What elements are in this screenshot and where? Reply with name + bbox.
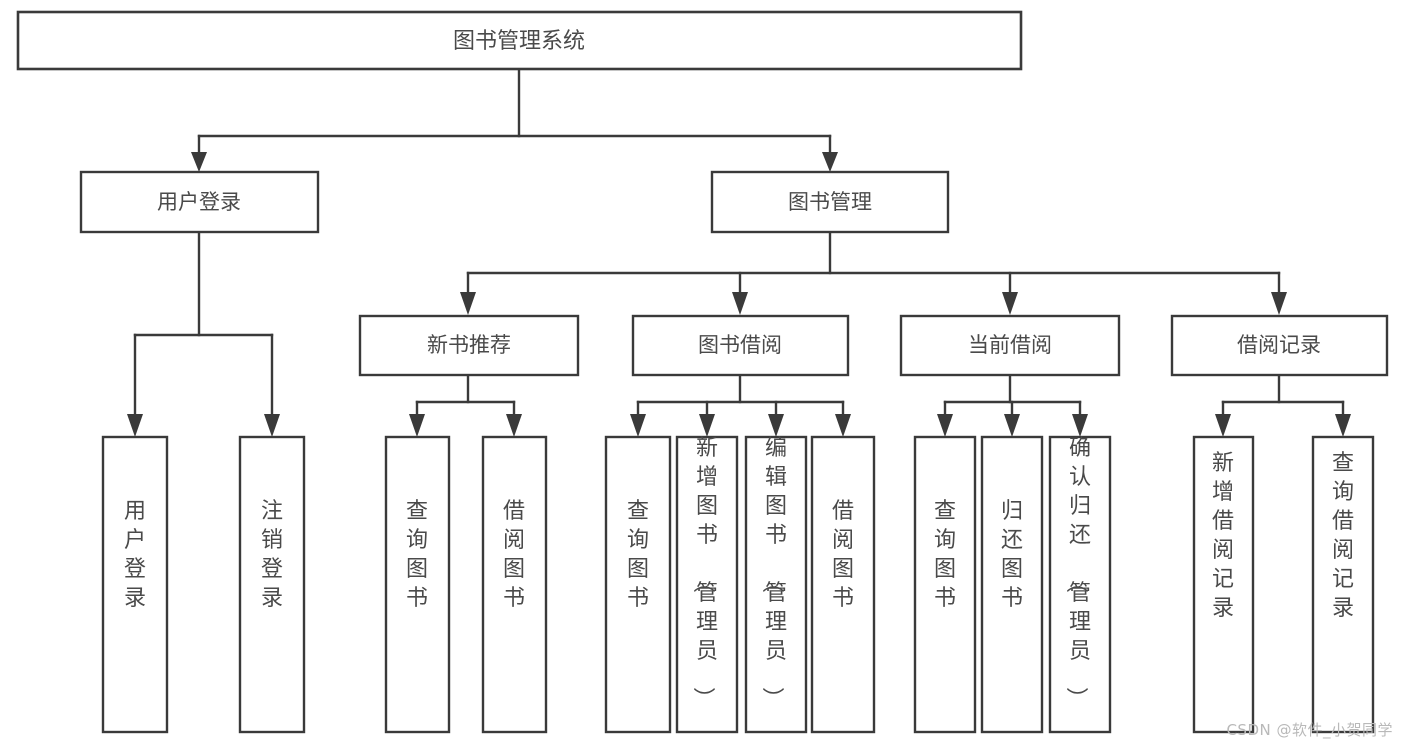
- arrow-head-leaf-edit-book: [768, 414, 784, 437]
- arrow-head-leaf-user-login: [127, 414, 143, 437]
- node-borrow-record-label: 借阅记录: [1237, 333, 1321, 357]
- arrow-head-leaf-borrow-book-2: [835, 414, 851, 437]
- arrow-head-leaf-query-book-3: [937, 414, 953, 437]
- node-user-login-box[interactable]: [79, 170, 320, 234]
- node-current-borrow[interactable]: 当前借阅: [899, 314, 1121, 377]
- leaf-query-book-2-label: 查询图书: [627, 499, 649, 611]
- leaf-logout-label: 注销登录: [261, 499, 283, 611]
- node-current-borrow-box[interactable]: [899, 314, 1121, 377]
- leaf-borrow-book-1-box[interactable]: [481, 435, 548, 734]
- arrow-head-leaf-borrow-book-1: [506, 414, 522, 437]
- node-book-management-box[interactable]: [710, 170, 950, 234]
- arrow-head-leaf-query-book-2: [630, 414, 646, 437]
- arrow-head-leaf-add-book: [699, 414, 715, 437]
- node-current-borrow-label: 当前借阅: [968, 333, 1052, 357]
- leaf-add-book[interactable]: 新增图书（管理员）: [675, 435, 739, 734]
- leaf-edit-book-box[interactable]: [744, 435, 808, 734]
- node-book-borrow-label: 图书借阅: [698, 333, 782, 357]
- leaf-borrow-book-2-box[interactable]: [810, 435, 876, 734]
- connectors-new-book-recommend: [409, 373, 522, 437]
- leaf-query-record-label: 查询借阅记录: [1332, 451, 1354, 621]
- leaf-user-login-box[interactable]: [101, 435, 169, 734]
- arrow-head-user-login: [191, 152, 207, 172]
- leaf-query-book-1-box[interactable]: [384, 435, 451, 734]
- leaf-user-login[interactable]: 用户登录: [101, 435, 169, 734]
- leaf-confirm-return-box[interactable]: [1048, 435, 1112, 734]
- arrow-head-leaf-confirm-return: [1072, 414, 1088, 437]
- connectors-borrow-record: [1215, 373, 1351, 437]
- leaf-return-book[interactable]: 归还图书: [980, 435, 1044, 734]
- leaf-query-book-2-box[interactable]: [604, 435, 672, 734]
- node-root-label: 图书管理系统: [453, 29, 585, 54]
- leaf-user-login-label: 用户登录: [124, 499, 146, 611]
- leaf-query-book-2[interactable]: 查询图书: [604, 435, 672, 734]
- leaf-add-record[interactable]: 新增借阅记录: [1192, 435, 1255, 734]
- node-user-login-label: 用户登录: [157, 190, 241, 214]
- arrow-head-leaf-query-record: [1335, 414, 1351, 437]
- node-user-login[interactable]: 用户登录: [79, 170, 320, 234]
- node-new-book-recommend-box[interactable]: [358, 314, 580, 377]
- arrow-head-leaf-return-book: [1004, 414, 1020, 437]
- connectors-user-login: [127, 230, 280, 437]
- arrow-head-leaf-add-record: [1215, 414, 1231, 437]
- leaf-add-record-label: 新增借阅记录: [1212, 451, 1234, 621]
- node-book-management[interactable]: 图书管理: [710, 170, 950, 234]
- leaf-return-book-box[interactable]: [980, 435, 1044, 734]
- arrow-head-book-borrow: [732, 292, 748, 315]
- leaf-query-book-3-box[interactable]: [913, 435, 977, 734]
- leaf-borrow-book-2-label: 借阅图书: [832, 499, 854, 611]
- arrow-head-current-borrow: [1002, 292, 1018, 315]
- connectors-root: [191, 67, 838, 172]
- leaf-query-book-1-label: 查询图书: [406, 499, 428, 611]
- leaf-borrow-book-2[interactable]: 借阅图书: [810, 435, 876, 734]
- node-book-borrow[interactable]: 图书借阅: [631, 314, 850, 377]
- arrow-head-leaf-query-book-1: [409, 414, 425, 437]
- connectors-current-borrow: [937, 373, 1088, 437]
- leaf-confirm-return-label: 确认归还（管理员）: [1063, 436, 1091, 709]
- node-book-management-label: 图书管理: [788, 190, 872, 214]
- node-root[interactable]: 图书管理系统: [16, 10, 1023, 71]
- arrow-head-book-management: [822, 152, 838, 172]
- leaf-add-book-box[interactable]: [675, 435, 739, 734]
- leaf-borrow-book-1-label: 借阅图书: [503, 499, 525, 611]
- leaf-query-record-box[interactable]: [1311, 435, 1375, 734]
- arrow-head-new-book-recommend: [460, 292, 476, 315]
- leaf-query-record[interactable]: 查询借阅记录: [1311, 435, 1375, 734]
- leaf-borrow-book-1[interactable]: 借阅图书: [481, 435, 548, 734]
- leaf-query-book-1[interactable]: 查询图书: [384, 435, 451, 734]
- node-new-book-recommend[interactable]: 新书推荐: [358, 314, 580, 377]
- node-book-borrow-box[interactable]: [631, 314, 850, 377]
- leaf-logout-box[interactable]: [238, 435, 306, 734]
- node-new-book-recommend-label: 新书推荐: [427, 333, 511, 357]
- connectors-book-management: [460, 230, 1287, 315]
- arrow-head-borrow-record: [1271, 292, 1287, 315]
- arrow-head-leaf-logout: [264, 414, 280, 437]
- node-borrow-record[interactable]: 借阅记录: [1170, 314, 1389, 377]
- node-borrow-record-box[interactable]: [1170, 314, 1389, 377]
- leaf-query-book-3[interactable]: 查询图书: [913, 435, 977, 734]
- leaf-return-book-label: 归还图书: [1001, 499, 1023, 611]
- node-root-box[interactable]: [16, 10, 1023, 71]
- leaf-add-record-box[interactable]: [1192, 435, 1255, 734]
- leaf-edit-book-label: 编辑图书（管理员）: [759, 436, 787, 709]
- leaf-query-book-3-label: 查询图书: [934, 499, 956, 611]
- leaf-add-book-label: 新增图书（管理员）: [690, 436, 718, 709]
- leaf-logout[interactable]: 注销登录: [238, 435, 306, 734]
- leaf-confirm-return[interactable]: 确认归还（管理员）: [1048, 435, 1112, 734]
- connectors-book-borrow: [630, 373, 851, 437]
- leaf-edit-book[interactable]: 编辑图书（管理员）: [744, 435, 808, 734]
